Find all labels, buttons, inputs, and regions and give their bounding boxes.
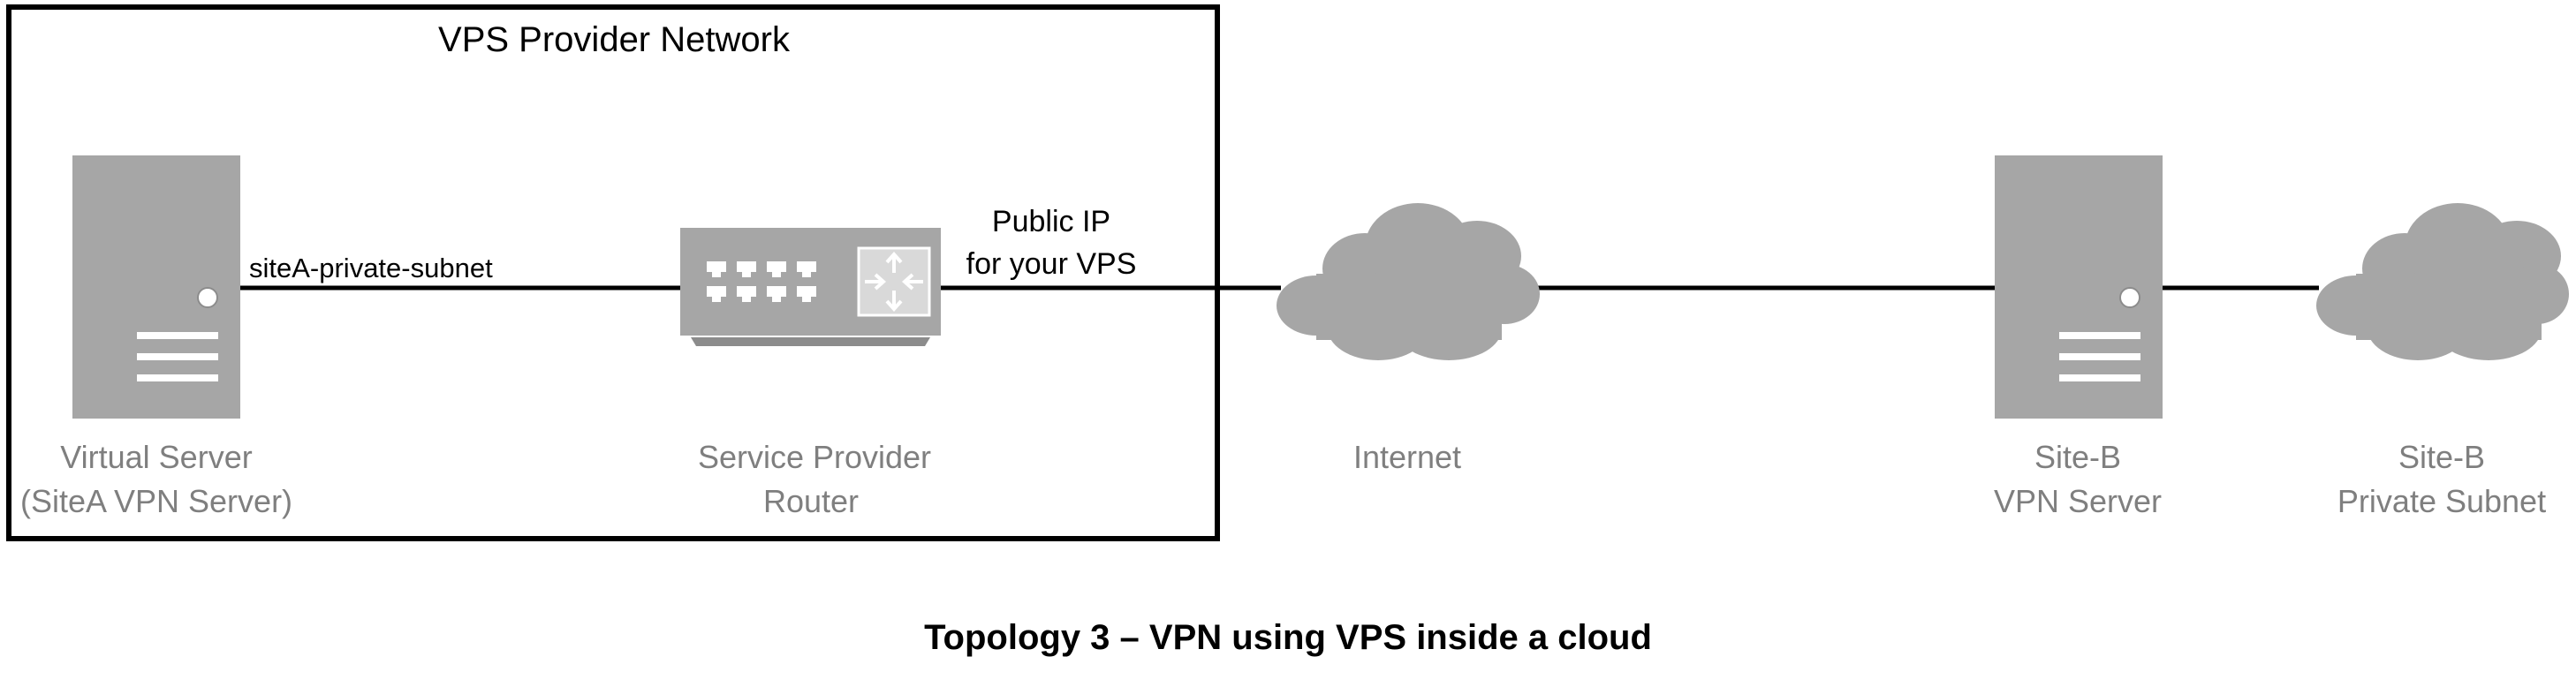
siteb-vpn-server-icon [1995,155,2163,419]
link-label-siteA-private-subnet: siteA-private-subnet [249,253,493,283]
router-label-1: Service Provider [698,439,931,475]
virtual-server-label-1: Virtual Server [60,439,252,475]
siteb-server-label-2: VPN Server [1994,483,2162,519]
vps-provider-network-box [6,4,1220,541]
siteb-server-label-1: Site-B [2034,439,2121,475]
internet-cloud-icon [1277,203,1540,360]
public-ip-label-1: Public IP [992,205,1110,238]
internet-label: Internet [1353,439,1461,475]
diagram-caption: Topology 3 – VPN using VPS inside a clou… [924,618,1652,657]
public-ip-label-2: for your VPS [966,247,1137,281]
siteb-subnet-label-2: Private Subnet [2337,483,2546,519]
router-label-2: Router [763,483,859,519]
virtual-server-icon [72,155,240,419]
virtual-server-label-2: (SiteA VPN Server) [20,483,292,519]
siteb-subnet-cloud-icon [2316,203,2569,360]
network-box-title: VPS Provider Network [438,20,791,59]
siteb-subnet-label-1: Site-B [2398,439,2485,475]
router-icon [680,228,941,346]
